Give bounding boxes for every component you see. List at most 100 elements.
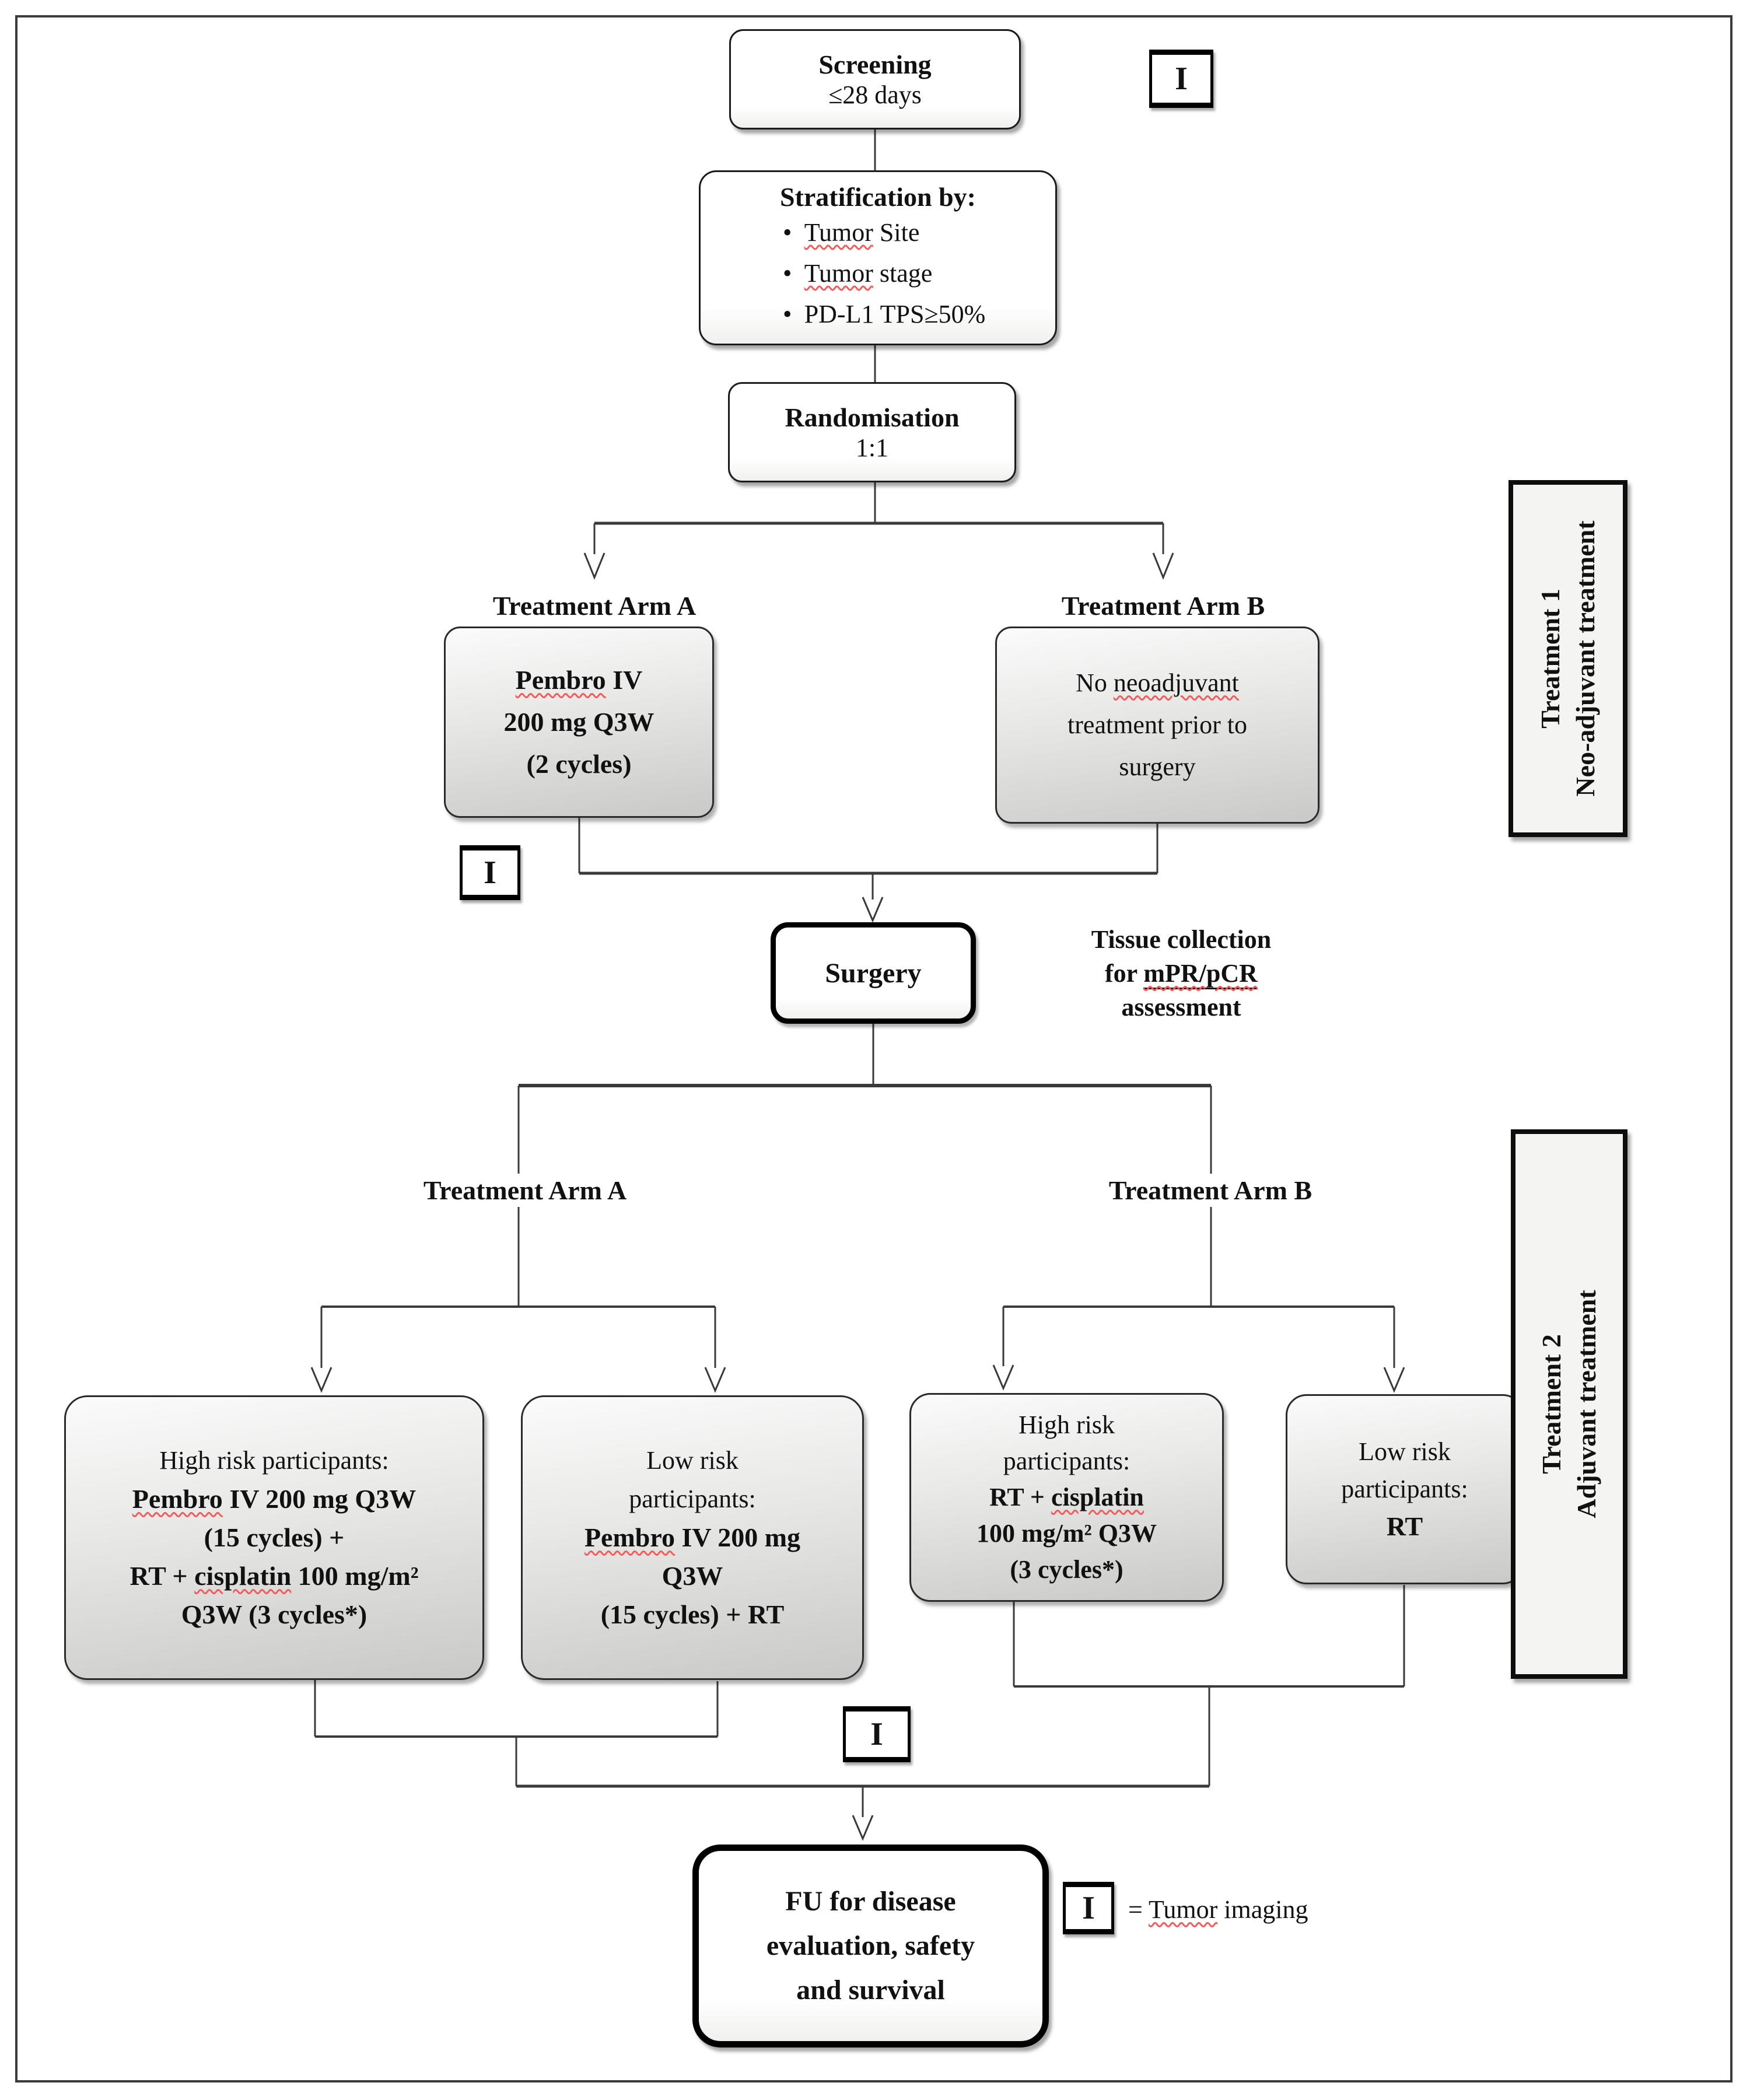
risk-header: participants: <box>1341 1475 1468 1503</box>
item-rest: Site <box>873 218 920 247</box>
regimen-line: Q3W <box>662 1561 723 1591</box>
dose-line: 200 mg Q3W <box>503 707 654 737</box>
regimen-line: Q3W (3 cycles*) <box>181 1600 368 1629</box>
arm-b-label-adjuvant: Treatment Arm B <box>1099 1174 1322 1207</box>
risk-header: participants: <box>1003 1447 1130 1475</box>
regimen-line: (15 cycles) + <box>204 1522 345 1552</box>
legend-imaging-marker: I <box>1063 1882 1114 1934</box>
cycles-line: (2 cycles) <box>526 749 632 779</box>
item-rest: stage <box>873 258 933 288</box>
regimen-rest: IV 200 mg Q3W <box>222 1484 416 1514</box>
misspelled-word: Tumor <box>804 218 873 247</box>
list-item: • Tumor Site <box>771 212 986 253</box>
legend-equals: = <box>1128 1895 1149 1924</box>
risk-header: High risk participants: <box>159 1446 389 1475</box>
risk-header: High risk <box>1019 1410 1115 1439</box>
text-line: surgery <box>1119 752 1196 781</box>
note-pre: for <box>1105 959 1144 988</box>
imaging-symbol: I <box>1082 1890 1095 1926</box>
surgery-node: Surgery <box>771 922 976 1024</box>
abbreviation: mPR/pCR <box>1143 959 1258 988</box>
note-line: assessment <box>1121 993 1241 1021</box>
phase-label-treatment-1: Treatment 1 Neo-adjuvant treatment <box>1508 480 1628 837</box>
risk-header: Low risk <box>646 1446 738 1475</box>
drug-name: cisplatin <box>194 1561 292 1591</box>
randomisation-title: Randomisation <box>785 402 960 432</box>
outer-frame <box>15 15 1732 2082</box>
phase-label-text: Treatment 2 Adjuvant treatment <box>1534 1290 1604 1518</box>
screening-duration: ≤28 days <box>828 80 922 109</box>
surgery-label: Surgery <box>825 957 922 989</box>
arm-a-label-neoadjuvant: Treatment Arm A <box>492 591 696 621</box>
imaging-marker-mid: I <box>460 845 520 900</box>
arm-b-high-risk-node: High risk participants: RT + cisplatin 1… <box>909 1393 1224 1602</box>
drug-name: cisplatin <box>1051 1483 1144 1511</box>
arm-a-low-risk-node: Low risk participants: Pembro IV 200 mg … <box>521 1395 864 1680</box>
bullet-icon: • <box>782 299 792 328</box>
regimen-pre: RT + <box>130 1561 195 1591</box>
arm-a-high-risk-node: High risk participants: Pembro IV 200 mg… <box>64 1395 484 1680</box>
randomisation-node: Randomisation 1:1 <box>728 382 1016 482</box>
imaging-symbol: I <box>1175 61 1188 97</box>
screening-node: Screening ≤28 days <box>729 29 1021 130</box>
regimen-rest: IV 200 mg <box>674 1522 801 1552</box>
bullet-icon: • <box>782 258 792 288</box>
text-pre: No <box>1076 668 1114 697</box>
text-line: treatment prior to <box>1068 710 1247 739</box>
stratification-node: Stratification by: • Tumor Site • Tumor … <box>699 170 1057 345</box>
regimen-line: 100 mg/m² Q3W <box>977 1519 1157 1548</box>
screening-title: Screening <box>818 50 932 79</box>
fu-line: FU for disease <box>785 1886 956 1917</box>
imaging-marker-bottom: I <box>843 1706 911 1762</box>
phase-subtitle: Adjuvant treatment <box>1572 1290 1601 1518</box>
regimen-line: (3 cycles*) <box>1010 1555 1124 1584</box>
arm-b-neoadjuvant-node: No neoadjuvant treatment prior to surger… <box>995 626 1320 824</box>
stratification-item-text: PD-L1 TPS≥50% <box>804 299 986 328</box>
arm-a-neoadjuvant-node: Pembro IV 200 mg Q3W (2 cycles) <box>444 626 714 818</box>
list-item: • Tumor stage <box>771 253 986 294</box>
drug-line: Pembro IV <box>516 659 643 701</box>
fu-line: and survival <box>796 1975 945 2006</box>
regimen-line: RT <box>1386 1511 1423 1541</box>
note-line: for mPR/pCR <box>1056 957 1307 991</box>
regimen-pre: RT + <box>989 1483 1051 1511</box>
text-line: No neoadjuvant <box>1076 662 1239 704</box>
stratification-item-text: Tumor stage <box>804 253 933 294</box>
imaging-marker-top: I <box>1149 50 1213 108</box>
drug-name: Pembro <box>132 1484 223 1514</box>
arm-a-label-adjuvant: Treatment Arm A <box>414 1174 636 1207</box>
fu-line: evaluation, safety <box>766 1930 975 1961</box>
drug-route: IV <box>606 665 643 695</box>
phase-label-text: Treatment 1 Neo-adjuvant treatment <box>1533 520 1603 796</box>
underlined-term: mPR/pCR <box>1143 959 1258 989</box>
legend-term-rest: imaging <box>1217 1895 1308 1924</box>
randomisation-ratio: 1:1 <box>855 433 889 462</box>
phase-subtitle: Neo-adjuvant treatment <box>1570 520 1600 797</box>
list-item: • PD-L1 TPS≥50% <box>771 294 986 335</box>
stratification-list: • Tumor Site • Tumor stage • PD-L1 TPS≥5… <box>771 212 986 335</box>
regimen-line: Pembro IV 200 mg Q3W <box>132 1480 416 1518</box>
stratification-item-text: Tumor Site <box>804 212 920 253</box>
note-line: Tissue collection <box>1091 925 1272 954</box>
regimen-rest: 100 mg/m² <box>291 1561 419 1591</box>
arm-b-label-neoadjuvant: Treatment Arm B <box>1061 591 1265 621</box>
phase-title: Treatment 1 <box>1535 589 1565 729</box>
bullet-icon: • <box>782 218 792 247</box>
regimen-line: RT + cisplatin 100 mg/m² <box>130 1557 418 1595</box>
regimen-line: (15 cycles) + RT <box>600 1600 785 1629</box>
tissue-collection-note: Tissue collection for mPR/pCR assessment <box>1056 923 1307 1024</box>
phase-label-treatment-2: Treatment 2 Adjuvant treatment <box>1511 1129 1628 1679</box>
regimen-line: Pembro IV 200 mg <box>584 1518 800 1557</box>
drug-name: Pembro <box>515 665 606 695</box>
drug-name: Pembro <box>584 1522 675 1552</box>
imaging-symbol: I <box>484 855 496 891</box>
follow-up-node: FU for disease evaluation, safety and su… <box>692 1845 1049 2048</box>
arm-b-low-risk-node: Low risk participants: RT <box>1286 1394 1524 1584</box>
stratification-title: Stratification by: <box>779 181 976 212</box>
misspelled-word: Tumor <box>804 258 873 288</box>
misspelled-word: neoadjuvant <box>1113 668 1239 697</box>
risk-header: Low risk <box>1359 1437 1451 1466</box>
risk-header: participants: <box>629 1485 756 1513</box>
imaging-symbol: I <box>870 1716 883 1752</box>
